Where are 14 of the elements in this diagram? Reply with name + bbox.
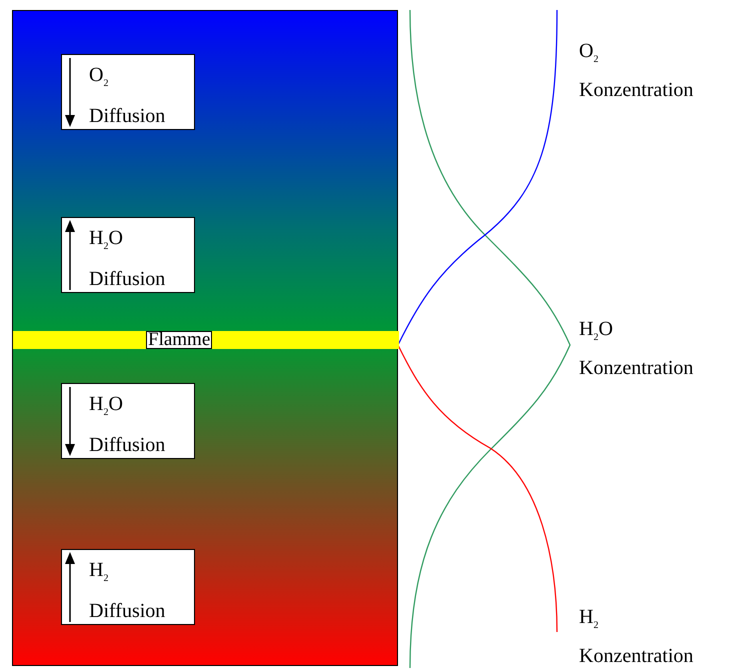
gradient-panel (12, 10, 398, 666)
label-box (61, 54, 195, 130)
curve-label: H$_{2}$ Konzentration (579, 605, 694, 669)
diffusion-label: H$_{2}$O Diffusion (89, 226, 166, 292)
diffusion-label: H$_{2}$O Diffusion (89, 392, 166, 458)
flame-label: Flamme (146, 331, 212, 349)
label-box (61, 549, 195, 625)
flame-band (13, 331, 399, 349)
diffusion-label: O$_{2}$ Diffusion (89, 63, 166, 129)
label-box (61, 383, 195, 459)
label-box (61, 217, 195, 293)
curve-label: O$_{2}$ Konzentration (579, 39, 694, 103)
curve-label: H$_{2}$O Konzentration (579, 317, 694, 381)
diffusion-label: H$_{2}$ Diffusion (89, 558, 166, 624)
